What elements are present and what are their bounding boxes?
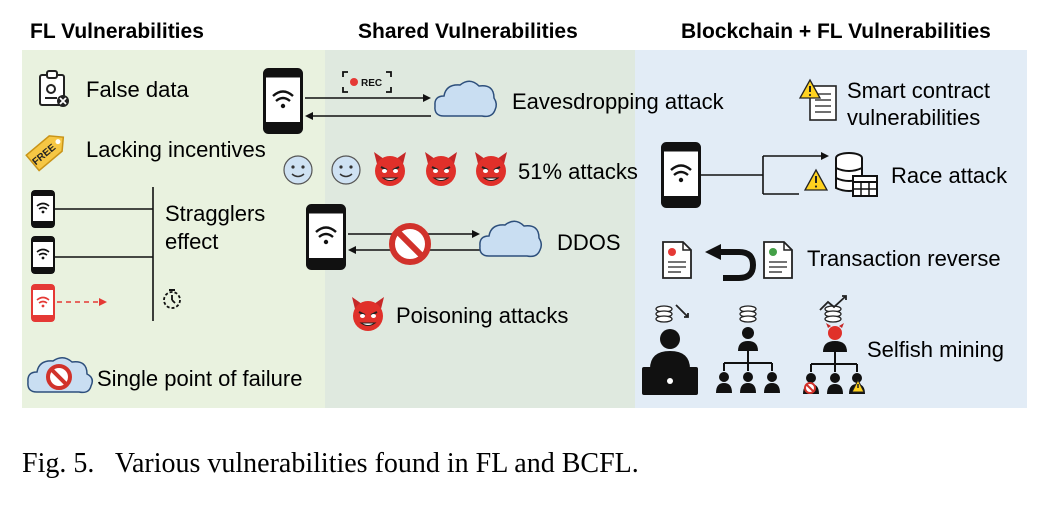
devil-icon — [374, 152, 406, 186]
phone-icon — [661, 142, 701, 208]
race-attack-label: Race attack — [891, 163, 1008, 188]
eavesdropping-label: Eavesdropping attack — [512, 89, 724, 114]
transaction-reverse-label: Transaction reverse — [807, 246, 1001, 271]
document-check-icon — [763, 241, 793, 279]
rec-icon: REC — [342, 71, 392, 93]
document-error-icon — [662, 241, 692, 279]
smiley-icon — [283, 155, 313, 185]
straggler-phone-icon — [31, 284, 55, 322]
clipboard-error-icon — [39, 70, 69, 107]
smart-contract-label-1: Smart contract — [847, 78, 991, 103]
phone-icon — [306, 204, 346, 270]
single-point-label: Single point of failure — [97, 366, 303, 391]
false-data-label: False data — [86, 77, 189, 102]
cloud-icon — [479, 220, 543, 258]
stragglers-connector — [55, 187, 154, 321]
smiley-icon — [331, 155, 361, 185]
poisoning-label: Poisoning attacks — [396, 303, 569, 328]
database-warning-icon — [803, 152, 878, 197]
attacks51-label: 51% attacks — [518, 159, 638, 184]
miner-network-icon — [716, 305, 780, 393]
phone-icon — [31, 190, 55, 228]
stragglers-label-1: Stragglers — [165, 201, 266, 226]
cloud-blocked-icon — [27, 357, 94, 394]
smart-contract-label-2: vulnerabilities — [847, 105, 981, 130]
shared-header: Shared Vulnerabilities — [358, 20, 578, 43]
cloud-icon — [434, 80, 498, 118]
figure-caption: Fig. 5. Various vulnerabilities found in… — [22, 448, 639, 479]
devil-icon — [425, 152, 457, 186]
smart-contract-warning-icon — [798, 78, 837, 121]
eavesdrop-arrows — [305, 94, 431, 120]
phone-icon — [263, 68, 303, 134]
timer-icon — [163, 289, 181, 309]
lacking-incentives-label: Lacking incentives — [86, 137, 266, 162]
selfish-mining-label: Selfish mining — [867, 337, 1004, 362]
free-tag-icon: FREE — [25, 135, 65, 172]
blocked-icon — [389, 223, 431, 265]
rec-text: REC — [361, 78, 382, 89]
race-connector — [701, 152, 829, 195]
devil-icon — [352, 297, 384, 331]
fl-header: FL Vulnerabilities — [30, 20, 204, 43]
phone-icon — [31, 236, 55, 274]
devil-icon — [475, 152, 507, 186]
bcfl-header: Blockchain + FL Vulnerabilities — [681, 20, 991, 43]
miner-laptop-icon — [642, 304, 698, 395]
stragglers-label-2: effect — [165, 229, 219, 254]
reverse-arrow-icon — [705, 244, 757, 281]
selfish-miner-network-icon — [803, 295, 865, 394]
ddos-label: DDOS — [557, 230, 621, 255]
